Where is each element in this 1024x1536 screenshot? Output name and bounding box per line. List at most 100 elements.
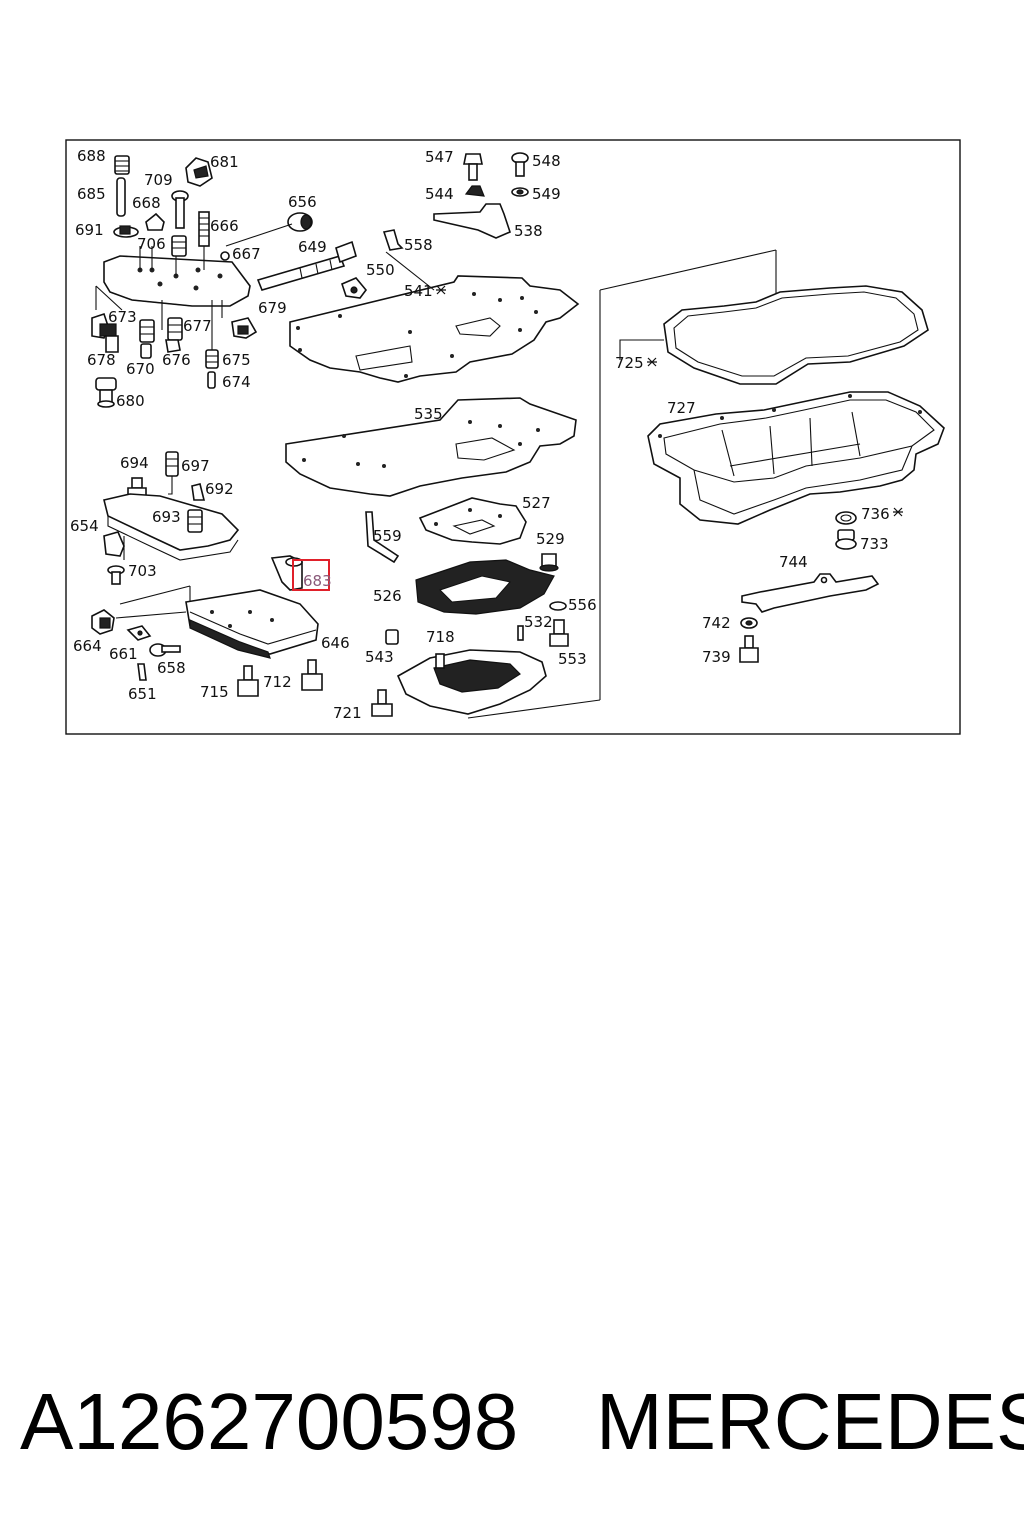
callout-691: 691 [75,221,104,239]
clip-558-icon [382,229,404,251]
callout-709: 709 [144,171,173,189]
callout-559: 559 [373,527,402,545]
callout-527: 527 [522,494,551,512]
callout-550: 550 [366,261,395,279]
callout-725: 725 [615,354,644,372]
callout-547: 547 [425,148,454,166]
callout-678: 678 [87,351,116,369]
spring-666-icon [198,211,210,247]
tube-559-icon [365,511,400,564]
marker-736-icon [893,507,903,517]
filter-plate-527 [418,497,527,545]
pin-651-icon [137,663,147,681]
callout-549: 549 [532,185,561,203]
highlight-683-box [292,559,330,591]
clip-692-icon [191,483,206,501]
spring-675b-icon [205,349,219,369]
callout-744: 744 [779,553,808,571]
solenoid-683-icon [270,555,303,591]
callout-703: 703 [128,562,157,580]
control-unit-646 [185,589,319,655]
clip-676-icon [165,339,181,353]
callout-679: 679 [258,299,287,317]
callout-667: 667 [232,245,261,263]
callout-688: 688 [77,147,106,165]
spring-706-icon [171,235,187,257]
oil-pan-727 [647,391,945,525]
callout-685: 685 [77,185,106,203]
screw-658-icon [149,643,181,657]
callout-658: 658 [157,659,186,677]
connector-664-icon [91,609,115,635]
callout-706: 706 [137,235,166,253]
pan-gasket-725 [663,285,929,385]
separator-plate-535 [285,397,577,497]
callout-727: 727 [667,399,696,417]
ball-667-icon [220,251,230,261]
callout-666: 666 [210,217,239,235]
valve-cover-assembly [91,155,357,408]
caption: A1262700598 MERCEDES [0,1372,1024,1472]
callout-680: 680 [116,392,145,410]
washer-549-icon [511,187,529,197]
callout-646: 646 [321,634,350,652]
spring-677-icon [139,317,183,343]
callout-538: 538 [514,222,543,240]
bolt-715-icon [237,665,259,697]
part-number: A1262700598 [20,1377,519,1466]
nut-668-icon [145,212,165,231]
callout-715: 715 [200,683,229,701]
callout-553: 553 [558,650,587,668]
clip-654-icon [103,531,125,557]
bracket-538 [433,203,511,239]
callout-661: 661 [109,645,138,663]
callout-721: 721 [333,704,362,722]
callout-673: 673 [108,308,137,326]
bolt-709-icon [171,190,189,229]
drain-plug-733-icon [835,529,857,550]
bolt-703-icon [107,565,125,585]
spring-697-icon [165,451,179,495]
callout-697: 697 [181,457,210,475]
callout-668: 668 [132,194,161,212]
callout-529: 529 [536,530,565,548]
valve-cover-plate [103,255,251,307]
clip-673-icon [91,312,117,339]
callout-694: 694 [120,454,149,472]
diagram-frame [65,139,961,735]
pin-532-icon [517,625,524,641]
callout-736: 736 [861,505,890,523]
callout-535: 535 [414,405,443,423]
selector-rod-649-icon [256,240,357,291]
bolt-721-icon [371,689,393,717]
spring-693-icon [187,509,203,533]
callout-649: 649 [298,238,327,256]
bushing-680-icon [95,377,117,408]
callout-692: 692 [205,480,234,498]
separator-plate-541 [289,275,580,383]
clip-691-icon [113,225,139,238]
callout-742: 742 [702,614,731,632]
callout-656: 656 [288,193,317,211]
bolt-547-icon [463,153,483,181]
pin-685-icon [116,177,126,217]
spring-688-icon [114,155,130,175]
callout-541: 541 [404,282,433,300]
callout-labels: 688 685 691 709 681 668 706 666 667 656 … [70,147,890,722]
bracket-744 [741,573,880,613]
callout-739: 739 [702,648,731,666]
callout-544: 544 [425,185,454,203]
bolt-553-icon [549,619,569,647]
callout-712: 712 [263,673,292,691]
callout-664: 664 [73,637,102,655]
callout-556: 556 [568,596,597,614]
callout-677: 677 [183,317,212,335]
marker-541-icon [436,285,446,295]
valve-body-plate-693 [103,493,240,551]
washer-736-icon [835,511,857,525]
callout-718: 718 [426,628,455,646]
plug-656-icon [287,212,313,232]
screw-548-icon [511,152,529,177]
seal-556-icon [549,601,567,611]
spacer-670-icon [140,343,152,359]
